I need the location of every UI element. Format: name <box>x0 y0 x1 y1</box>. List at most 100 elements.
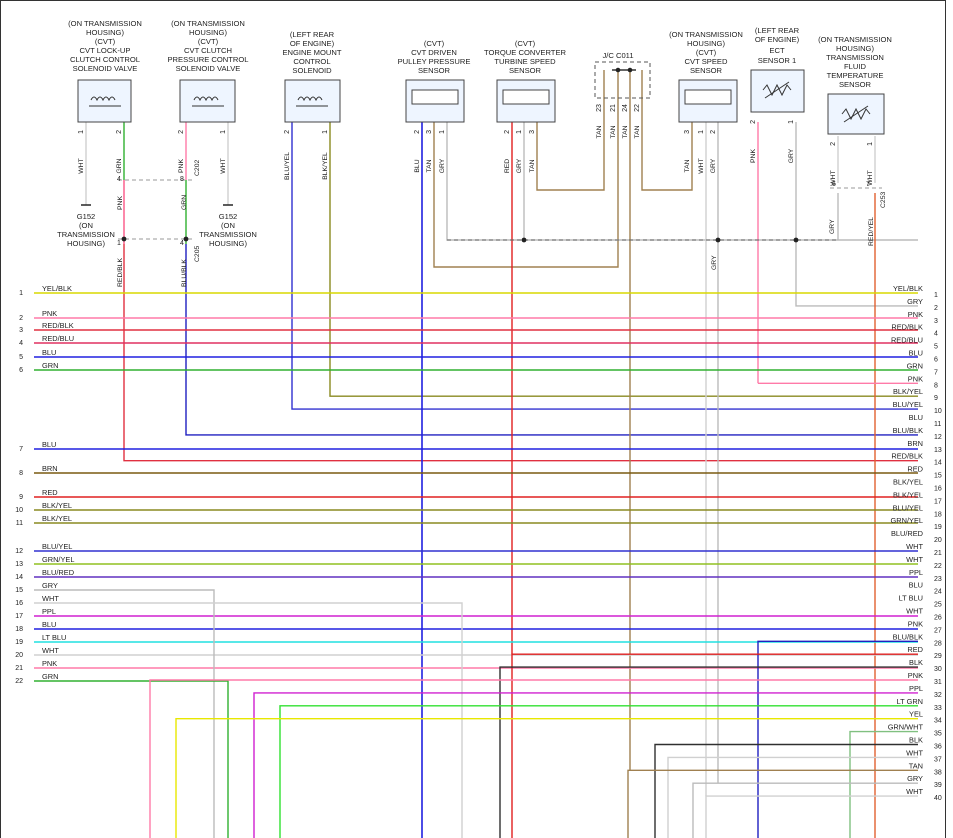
speed-pin-label: 2 <box>710 130 717 134</box>
right-pin-number: 39 <box>934 782 942 789</box>
component-ect-header: (LEFT REAR OF ENGINE) ECT SENSOR 1 <box>755 26 800 65</box>
header-line: OF ENGINE) <box>290 39 335 48</box>
left-wire-label: PPL <box>42 607 56 616</box>
fluid-pin-label: 2 <box>830 142 837 146</box>
left-pin-number: 10 <box>15 507 23 514</box>
right-wire-label: RED/BLU <box>891 336 923 345</box>
left-wire-label: GRN/YEL <box>42 555 74 564</box>
ground-g152-left: G152 (ON TRANSMISSION HOUSING) <box>57 212 115 248</box>
row-wire <box>654 743 918 838</box>
header-line: TURBINE SPEED <box>494 57 556 66</box>
right-wire-label: GRY <box>907 774 923 783</box>
header-line: (ON TRANSMISSION <box>68 19 142 28</box>
lockup-solenoid-box <box>77 79 132 123</box>
row-wire <box>253 692 918 838</box>
right-pin-number: 11 <box>934 421 941 428</box>
header-line: OF ENGINE) <box>755 35 800 44</box>
sensor-chip <box>502 89 550 105</box>
connector-rows <box>34 292 918 838</box>
right-wire-label: BLK/YEL <box>893 387 923 396</box>
right-pin-number: 31 <box>934 679 942 686</box>
thermistor-arrow <box>764 81 790 99</box>
fluid-lower-pin-6: 6 <box>832 181 836 188</box>
right-wire-label: PNK <box>908 619 923 628</box>
junction-dot <box>183 236 189 242</box>
right-wire-label: BLU <box>909 581 923 590</box>
header-line: FLUID <box>844 62 866 71</box>
right-wire-label: WHT <box>906 787 923 796</box>
right-connector-labels: YEL/BLK1GRY2PNK3RED/BLK4RED/BLU5BLU6GRN7… <box>888 284 942 802</box>
fluid-wire-label: WHT <box>830 170 837 185</box>
left-pin-number: 14 <box>15 574 23 581</box>
row-wire <box>692 782 918 838</box>
right-wire-label: WHT <box>906 748 923 757</box>
header-line: HOUSING) <box>189 28 227 37</box>
ground-line: (ON <box>79 221 93 230</box>
vertical-wire <box>185 244 918 436</box>
right-pin-number: 8 <box>934 382 938 389</box>
mount-solenoid-box <box>284 79 341 123</box>
jc-dot <box>615 67 621 73</box>
speed-pin-label: 3 <box>684 130 691 134</box>
right-pin-number: 38 <box>934 769 942 776</box>
vertical-wire <box>536 122 605 191</box>
left-pin-number: 5 <box>19 354 23 361</box>
header-line: (CVT) <box>198 37 219 46</box>
right-wire-label: PPL <box>909 568 923 577</box>
right-pin-number: 28 <box>934 640 942 647</box>
component-pressure-header: (ON TRANSMISSION HOUSING) (CVT) CVT CLUT… <box>167 19 248 73</box>
right-pin-number: 30 <box>934 666 942 673</box>
ground-line: TRANSMISSION <box>199 230 257 239</box>
left-pin-number: 17 <box>15 613 23 620</box>
mount-wire-label: BLU/YEL <box>284 152 291 180</box>
right-pin-number: 10 <box>934 408 942 415</box>
left-pin-number: 19 <box>15 639 23 646</box>
left-pin-number: 3 <box>19 327 23 334</box>
left-pin-number: 13 <box>15 561 23 568</box>
lockup-wire-label: WHT <box>78 158 85 173</box>
left-pin-number: 22 <box>15 678 23 685</box>
vertical-wire <box>291 122 918 410</box>
right-wire-label: GRN/YEL <box>891 516 923 525</box>
right-pin-number: 20 <box>934 537 942 544</box>
left-wire-label: GRY <box>42 581 58 590</box>
pressure-bottom-wire: BLU/BLK <box>181 259 188 287</box>
right-wire-label: LT GRN <box>897 697 923 706</box>
right-pin-number: 2 <box>934 305 938 312</box>
component-pin-labels: 1WHT2GRN2PNK1WHT2BLU/YEL1BLK/YEL2BLU3TAN… <box>78 104 874 186</box>
component-pulley-header: (CVT) CVT DRIVEN PULLEY PRESSURE SENSOR <box>398 39 471 75</box>
right-wire-label: BLU/YEL <box>893 503 923 512</box>
header-line: TORQUE CONVERTER <box>484 48 567 57</box>
component-symbols <box>77 61 885 135</box>
right-pin-number: 4 <box>934 331 938 338</box>
header-line: (CVT) <box>424 39 445 48</box>
turbine-wire-label: TAN <box>529 159 536 172</box>
right-wire-label: WHT <box>906 542 923 551</box>
ground-line: TRANSMISSION <box>57 230 115 239</box>
turbine-pin-label: 2 <box>504 130 511 134</box>
jc-pin-label: 21 <box>610 104 617 112</box>
ect-sensor-box <box>750 69 805 113</box>
header-line: (CVT) <box>696 48 717 57</box>
lockup-pin-label: 2 <box>116 130 123 134</box>
right-pin-number: 35 <box>934 731 942 738</box>
component-lockup-header: (ON TRANSMISSION HOUSING) (CVT) CVT LOCK… <box>68 19 142 73</box>
right-wire-label: RED/BLK <box>891 323 923 332</box>
right-pin-number: 18 <box>934 511 942 518</box>
left-wire-label: GRN <box>42 361 58 370</box>
jc-wire-label: TAN <box>634 125 641 138</box>
left-wire-label: BLU <box>42 348 56 357</box>
pulley-wire-label: TAN <box>426 159 433 172</box>
thermistor-icon <box>762 83 792 97</box>
right-wire-label: PNK <box>908 310 923 319</box>
component-turbine-header: (CVT) TORQUE CONVERTER TURBINE SPEED SEN… <box>484 39 567 75</box>
left-wire-label: BLU <box>42 620 56 629</box>
row-wire <box>705 795 918 838</box>
fluid-pin-label: 1 <box>867 142 874 146</box>
right-wire-label: WHT <box>906 607 923 616</box>
header-line: TRANSMISSION <box>826 53 884 62</box>
component-speed-header: (ON TRANSMISSION HOUSING) (CVT) CVT SPEE… <box>669 30 743 75</box>
lockup-bottom-wire: RED/BLK <box>117 257 124 287</box>
fluid-lower-wire-gry: GRY <box>829 219 836 234</box>
